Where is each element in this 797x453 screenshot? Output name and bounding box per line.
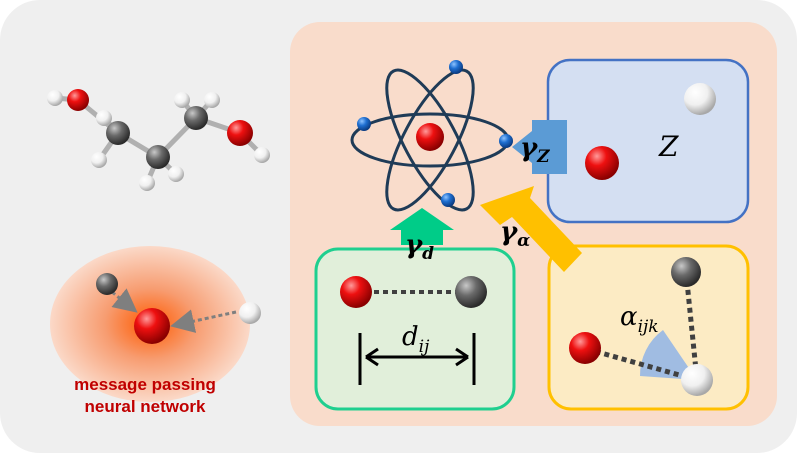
atomic-number-box bbox=[546, 58, 750, 224]
distance-label: dij bbox=[402, 322, 430, 357]
electron-top bbox=[449, 60, 463, 74]
mpnn-caption: message passing neural network bbox=[40, 374, 250, 418]
neighbor-hydrogen bbox=[239, 302, 261, 324]
mpnn-caption-line1: message passing bbox=[74, 375, 216, 394]
electron-bottom bbox=[441, 193, 455, 207]
angle-atom-k bbox=[671, 257, 701, 287]
distance-atom-j bbox=[455, 276, 487, 308]
distance-atom-i bbox=[340, 276, 372, 308]
angle-atom-i bbox=[569, 332, 601, 364]
angle-label: αijk bbox=[620, 302, 659, 337]
gamma-alpha-arrow bbox=[480, 186, 582, 272]
nucleus bbox=[416, 123, 444, 151]
mpnn-caption-line2: neural network bbox=[84, 397, 206, 416]
gamma-d-arrow bbox=[390, 208, 454, 245]
electron-right bbox=[499, 134, 513, 148]
molecule-icon bbox=[47, 89, 270, 191]
electron-left bbox=[357, 117, 371, 131]
center-atom bbox=[134, 308, 170, 344]
z-oxygen-atom bbox=[585, 146, 619, 180]
z-label: Z bbox=[658, 130, 679, 163]
gamma-z-label: γZ bbox=[520, 133, 550, 167]
gamma-d-label: γd bbox=[405, 230, 434, 264]
angle-atom-j bbox=[681, 364, 713, 396]
z-hydrogen-atom bbox=[684, 83, 716, 115]
message-passing-icon bbox=[50, 246, 261, 402]
atom-icon bbox=[350, 60, 513, 212]
gamma-z-arrow bbox=[512, 120, 567, 174]
angle-wedge bbox=[639, 330, 697, 380]
neighbor-carbon bbox=[96, 273, 118, 295]
distance-arrow bbox=[358, 333, 476, 385]
gamma-alpha-label: γα bbox=[500, 217, 530, 251]
